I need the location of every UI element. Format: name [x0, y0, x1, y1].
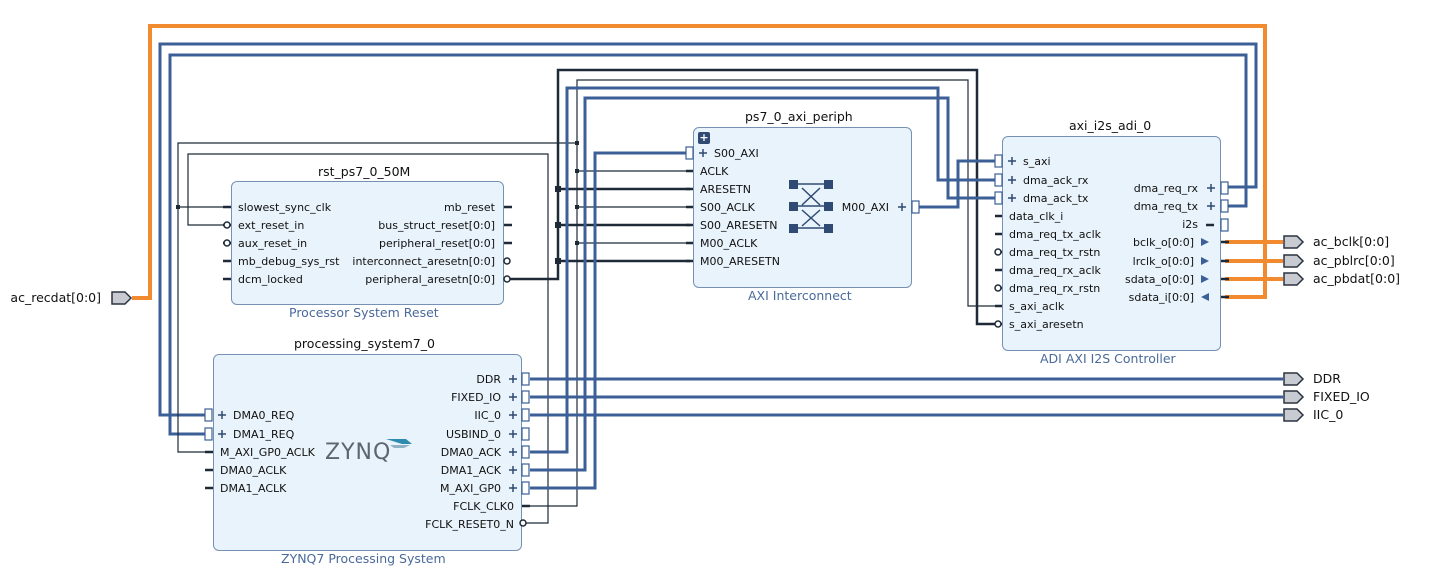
i2s-pin-dma-ack-tx[interactable]: dma_ack_tx — [1023, 192, 1089, 205]
port-ac-recdat[interactable]: ac_recdat[0:0] — [10, 290, 101, 305]
axi-pin-aresetn[interactable]: ARESETN — [700, 183, 751, 196]
ps7-pin-dma1-aclk[interactable]: DMA1_ACLK — [220, 482, 287, 495]
i2s-pin-dma-req-tx-rstn[interactable]: dma_req_tx_rstn — [1009, 246, 1101, 259]
port-shape-ac-pblrc — [1283, 254, 1305, 268]
wire-m-axi-gp0 — [530, 151, 686, 490]
axi-pin-s00-axi[interactable]: S00_AXI — [714, 147, 759, 160]
i2s-block-subtitle: ADI AXI I2S Controller — [1040, 351, 1176, 366]
rst-pin-mb-debug-sys-rst[interactable]: mb_debug_sys_rst — [238, 255, 340, 268]
axi-pin-m00-aclk[interactable]: M00_ACLK — [700, 237, 758, 250]
port-shape-ddr — [1283, 372, 1305, 386]
port-ac-bclk[interactable]: ac_bclk[0:0] — [1313, 234, 1390, 249]
i2s-pin-dma-req-rx[interactable]: dma_req_rx — [1133, 182, 1198, 195]
crossbar-icon — [789, 180, 833, 233]
ps7-pin-dma0-ack[interactable]: DMA0_ACK — [440, 446, 501, 459]
rst-pin-peripheral-aresetn[interactable]: peripheral_aresetn[0:0] — [365, 273, 495, 286]
wire-dma1-ack — [530, 96, 996, 472]
rst-pin-interconnect-aresetn[interactable]: interconnect_aresetn[0:0] — [352, 255, 495, 268]
rst-block-subtitle: Processor System Reset — [289, 305, 439, 320]
ps7-pin-dma0-req[interactable]: DMA0_REQ — [233, 409, 295, 422]
rst-pin-aux-reset-in[interactable]: aux_reset_in — [238, 237, 308, 250]
ps7-pin-usbind0[interactable]: USBIND_0 — [445, 428, 501, 441]
wire-ac-recdat — [132, 24, 1267, 300]
axi-pin-s00-aresetn[interactable]: S00_ARESETN — [700, 219, 778, 232]
axi-block-title: ps7_0_axi_periph — [745, 109, 853, 124]
port-shape-ac-pbdat — [1283, 272, 1305, 286]
ps7-block-subtitle: ZYNQ7 Processing System — [281, 551, 446, 566]
ps7-pin-fixed-io[interactable]: FIXED_IO — [451, 391, 501, 404]
axi-pin-m00-axi[interactable]: M00_AXI — [841, 201, 889, 214]
rst-pin-peripheral-reset[interactable]: peripheral_reset[0:0] — [378, 237, 495, 250]
ps7-block[interactable] — [213, 354, 522, 551]
ps7-pin-m-axi-gp0[interactable]: M_AXI_GP0 — [440, 482, 501, 495]
i2s-pin-s-axi[interactable]: s_axi — [1023, 155, 1051, 168]
i2s-pin-dma-ack-rx[interactable]: dma_ack_rx — [1023, 174, 1089, 187]
port-fixed-io[interactable]: FIXED_IO — [1313, 389, 1370, 404]
i2s-pin-data-clk-i[interactable]: data_clk_i — [1009, 210, 1064, 223]
i2s-pin-dma-req-rx-aclk[interactable]: dma_req_rx_aclk — [1009, 264, 1101, 277]
i2s-pin-i2s[interactable]: i2s — [1182, 218, 1198, 231]
i2s-pin-lrclk-o[interactable]: lrclk_o[0:0] — [1132, 255, 1194, 268]
i2s-pin-sdata-i[interactable]: sdata_i[0:0] — [1128, 291, 1194, 304]
ps7-pin-m-axi-gp0-aclk[interactable]: M_AXI_GP0_ACLK — [220, 446, 315, 459]
axi-pin-s00-aclk[interactable]: S00_ACLK — [700, 201, 755, 214]
ps7-pin-iic0[interactable]: IIC_0 — [474, 409, 501, 422]
wire-m00-axi — [918, 159, 996, 209]
rst-pin-ext-reset-in[interactable]: ext_reset_in — [238, 219, 305, 232]
rst-pin-mb-reset[interactable]: mb_reset — [443, 201, 495, 214]
i2s-pin-dma-req-rx-rstn[interactable]: dma_req_rx_rstn — [1009, 282, 1101, 295]
ps7-pin-dma0-aclk[interactable]: DMA0_ACLK — [220, 464, 287, 477]
axi-block-subtitle: AXI Interconnect — [748, 288, 852, 303]
axi-block[interactable] — [693, 127, 912, 288]
ps7-pin-ddr[interactable]: DDR — [476, 373, 501, 386]
zynq-logo: ZYNQ — [325, 440, 392, 465]
port-shape-fixed-io — [1283, 390, 1305, 404]
port-shape-iic0 — [1283, 408, 1305, 422]
ps7-pin-fclk-clk0[interactable]: FCLK_CLK0 — [453, 500, 514, 513]
rst-block-title: rst_ps7_0_50M — [318, 164, 411, 179]
i2s-pin-sdata-o[interactable]: sdata_o[0:0] — [1124, 273, 1194, 286]
rst-pin-bus-struct-reset[interactable]: bus_struct_reset[0:0] — [378, 219, 495, 232]
rst-pin-slowest-sync-clk[interactable]: slowest_sync_clk — [238, 201, 332, 214]
ps7-block-title: processing_system7_0 — [294, 336, 435, 351]
axi-pin-aclk[interactable]: ACLK — [700, 165, 729, 178]
port-shape-ac-bclk — [1283, 235, 1305, 249]
port-ac-pbdat[interactable]: ac_pbdat[0:0] — [1313, 271, 1401, 286]
i2s-pin-bclk-o[interactable]: bclk_o[0:0] — [1133, 236, 1194, 249]
wire-fclk-clk0 — [526, 79, 996, 507]
i2s-pin-dma-req-tx[interactable]: dma_req_tx — [1133, 200, 1198, 213]
wire-dma-req-rx — [158, 42, 1258, 417]
ps7-pin-dma1-ack[interactable]: DMA1_ACK — [440, 464, 501, 477]
expand-hierarchy-button[interactable]: + — [698, 131, 710, 144]
wire-fclk-clk0-rst — [177, 142, 577, 453]
rst-block[interactable] — [231, 181, 504, 305]
i2s-pin-s-axi-aclk[interactable]: s_axi_aclk — [1009, 300, 1065, 313]
wire-dma-req-tx — [168, 53, 1248, 436]
zynq-logo-swoosh-icon — [386, 439, 412, 448]
ps7-pin-dma1-req[interactable]: DMA1_REQ — [233, 428, 295, 441]
i2s-pin-dma-req-tx-aclk[interactable]: dma_req_tx_aclk — [1009, 228, 1102, 241]
wire-fclk-reset — [187, 153, 549, 524]
port-shape-ac-recdat — [111, 291, 133, 305]
axi-pin-m00-aresetn[interactable]: M00_ARESETN — [700, 255, 780, 268]
port-iic0[interactable]: IIC_0 — [1313, 407, 1344, 422]
i2s-pin-s-axi-aresetn[interactable]: s_axi_aresetn — [1009, 318, 1084, 331]
port-ddr[interactable]: DDR — [1313, 371, 1341, 386]
i2s-block[interactable] — [1002, 136, 1221, 351]
i2s-block-title: axi_i2s_adi_0 — [1069, 118, 1152, 133]
port-ac-pblrc[interactable]: ac_pblrc[0:0] — [1313, 253, 1395, 268]
rst-pin-dcm-locked[interactable]: dcm_locked — [238, 273, 303, 286]
wire-peripheral-aresetn — [508, 68, 996, 326]
ps7-pin-fclk-reset0-n[interactable]: FCLK_RESET0_N — [425, 518, 514, 531]
